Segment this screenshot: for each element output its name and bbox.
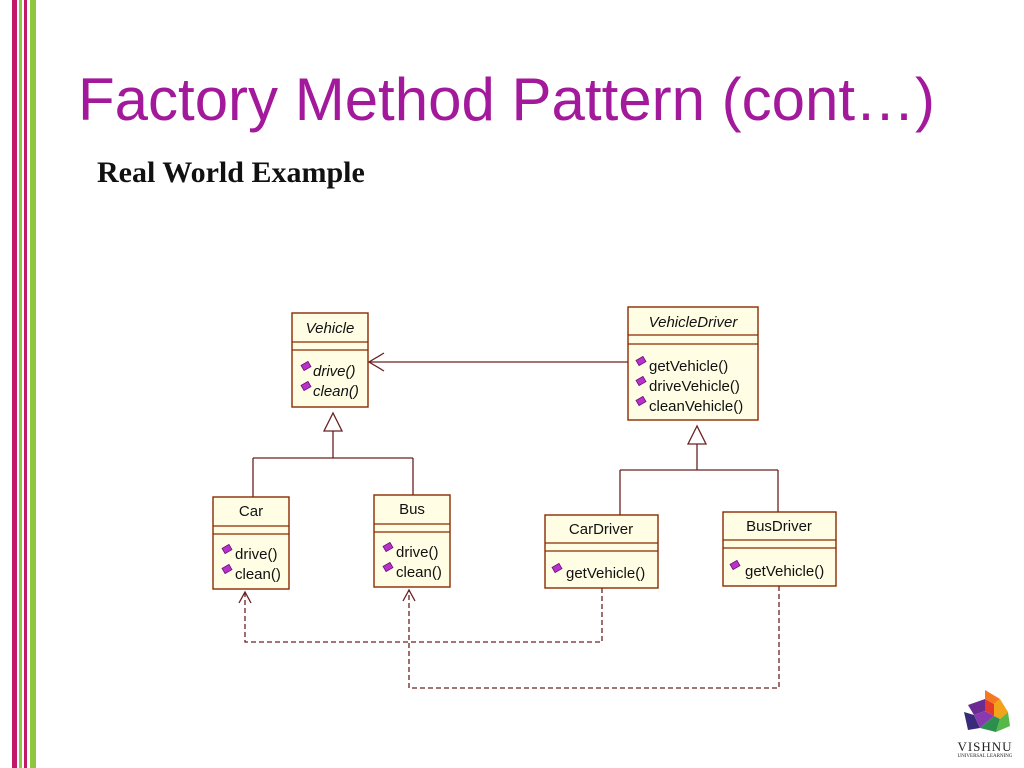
class-name-bus: Bus bbox=[399, 501, 425, 518]
slide-subtitle: Real World Example bbox=[97, 156, 365, 189]
vishnu-logo-mark-icon bbox=[964, 690, 1010, 732]
class-car-driver: CarDriver getVehicle() bbox=[544, 514, 659, 589]
operation-icon bbox=[635, 355, 647, 367]
generalization-edge-drivers-to-vehicledriver bbox=[619, 424, 779, 515]
operation-car-clean: clean() bbox=[235, 566, 281, 583]
generalization-arrowhead-vehicledriver bbox=[686, 424, 708, 445]
connectors bbox=[238, 352, 780, 689]
class-vehicle-driver: VehicleDriver getVehicle() driveVehicle(… bbox=[627, 306, 759, 421]
dependency-edge-cardriver-to-car bbox=[238, 588, 603, 643]
class-name-vehicledriver: VehicleDriver bbox=[649, 314, 739, 331]
operation-icon bbox=[382, 561, 394, 573]
class-name-busdriver: BusDriver bbox=[746, 518, 812, 535]
operation-icon bbox=[635, 395, 647, 407]
dependency-edge-busdriver-to-bus bbox=[402, 586, 780, 689]
operation-busdriver-getvehicle: getVehicle() bbox=[745, 563, 824, 580]
left-stripe-green-1 bbox=[19, 0, 22, 768]
operation-vehicle-drive: drive() bbox=[313, 363, 356, 380]
operation-icon bbox=[221, 563, 233, 575]
class-bus-driver: BusDriver getVehicle() bbox=[722, 511, 837, 587]
operation-icon bbox=[300, 380, 312, 392]
operation-vehicledriver-cleanvehicle: cleanVehicle() bbox=[649, 398, 743, 415]
operation-icon bbox=[551, 562, 563, 574]
class-car: Car drive() clean() bbox=[212, 496, 290, 590]
class-name-car: Car bbox=[239, 503, 263, 520]
generalization-arrowhead-vehicle bbox=[322, 411, 344, 432]
left-stripe-magenta-1 bbox=[12, 0, 17, 768]
operation-cardriver-getvehicle: getVehicle() bbox=[566, 565, 645, 582]
class-vehicle: Vehicle drive() clean() bbox=[291, 312, 369, 408]
class-bus: Bus drive() clean() bbox=[373, 494, 451, 588]
slide-title: Factory Method Pattern (cont…) bbox=[78, 66, 935, 133]
left-stripe-magenta-2 bbox=[24, 0, 27, 768]
class-name-cardriver: CarDriver bbox=[569, 521, 633, 538]
operation-vehicledriver-drivevehicle: driveVehicle() bbox=[649, 378, 740, 395]
operation-icon bbox=[635, 375, 647, 387]
generalization-edge-car-bus-to-vehicle bbox=[252, 411, 414, 497]
operation-bus-clean: clean() bbox=[396, 564, 442, 581]
left-stripe-green-2 bbox=[30, 0, 36, 768]
class-name-vehicle: Vehicle bbox=[306, 320, 355, 337]
operation-icon bbox=[221, 543, 233, 555]
operation-icon bbox=[300, 360, 312, 372]
operation-vehicle-clean: clean() bbox=[313, 383, 359, 400]
vishnu-logo: VISHNU UNIVERSAL LEARNING bbox=[950, 688, 1020, 764]
operation-vehicledriver-getvehicle: getVehicle() bbox=[649, 358, 728, 375]
operation-bus-drive: drive() bbox=[396, 544, 439, 561]
operation-icon bbox=[729, 559, 741, 571]
logo-wordmark: VISHNU bbox=[957, 739, 1013, 754]
logo-tagline: UNIVERSAL LEARNING bbox=[957, 754, 1013, 759]
association-edge-driver-to-vehicle bbox=[367, 352, 628, 372]
operation-car-drive: drive() bbox=[235, 546, 278, 563]
operation-icon bbox=[382, 541, 394, 553]
